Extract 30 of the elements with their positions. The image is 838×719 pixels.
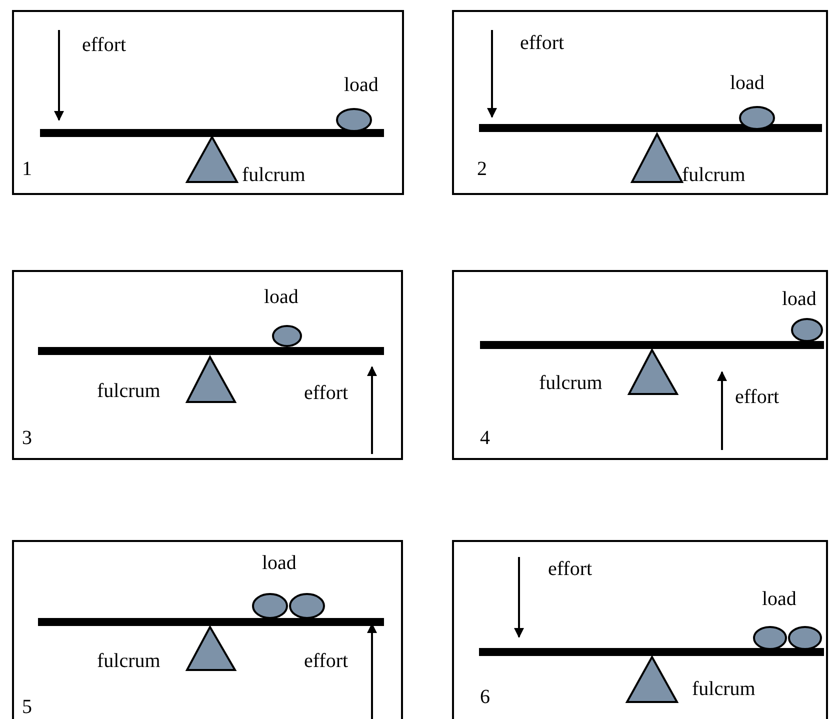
lever-panel bbox=[452, 270, 828, 460]
load-label: load bbox=[730, 72, 764, 94]
lever-panel bbox=[452, 10, 828, 195]
force-label: effort bbox=[304, 382, 348, 404]
lever-panel bbox=[12, 270, 403, 460]
lever-panel bbox=[452, 540, 828, 719]
lever-panel bbox=[12, 10, 404, 195]
panel-number: 5 bbox=[22, 696, 32, 718]
panel-number: 6 bbox=[480, 686, 490, 708]
load-label: load bbox=[762, 588, 796, 610]
fulcrum-label: fulcrum bbox=[682, 164, 746, 186]
lever-panel bbox=[12, 540, 403, 719]
fulcrum-label: fulcrum bbox=[97, 650, 160, 672]
load-label: load bbox=[264, 286, 298, 308]
force-label: effort bbox=[304, 650, 348, 672]
force-label: effort bbox=[520, 32, 564, 54]
panel-number: 3 bbox=[22, 427, 32, 449]
fulcrum-label: fulcrum bbox=[692, 678, 756, 700]
force-label: effort bbox=[735, 386, 780, 408]
fulcrum-label: fulcrum bbox=[97, 380, 160, 402]
fulcrum-label: fulcrum bbox=[539, 372, 602, 394]
load-label: load bbox=[344, 74, 378, 96]
load-label: load bbox=[782, 288, 816, 310]
load-label: load bbox=[262, 552, 296, 574]
force-label: effort bbox=[548, 558, 592, 580]
fulcrum-label: fulcrum bbox=[242, 164, 306, 186]
panel-number: 1 bbox=[22, 158, 32, 180]
force-label: effort bbox=[82, 34, 126, 56]
panel-number: 4 bbox=[480, 427, 490, 449]
panel-number: 2 bbox=[477, 158, 487, 180]
